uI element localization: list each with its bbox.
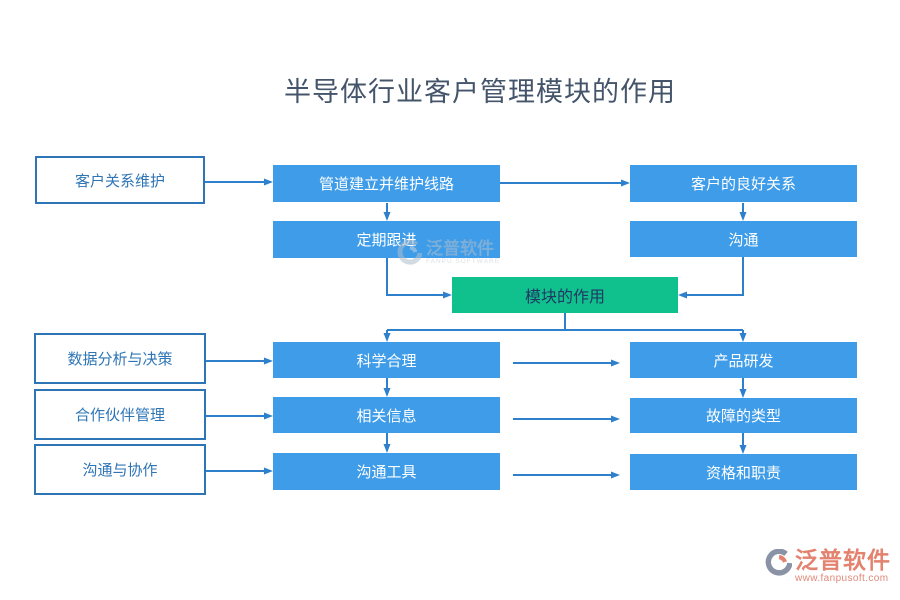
node-qualifications-responsibilities: 资格和职责 [630,454,857,490]
node-scientific-reasonable: 科学合理 [273,342,500,378]
node-label: 数据分析与决策 [67,351,173,368]
node-product-rd: 产品研发 [630,342,857,378]
node-pipeline-establish-maintain: 管道建立并维护线路 [273,165,500,202]
node-label: 资格和职责 [705,464,781,482]
node-label: 模块的作用 [524,289,605,306]
node-label: 客户关系维护 [74,172,165,190]
node-label: 产品研发 [713,352,774,370]
node-label: 故障的类型 [705,408,781,425]
node-label: 管道建立并维护线路 [318,176,454,193]
node-related-information: 相关信息 [273,397,500,433]
footer-brand-text: 泛普软件 [795,547,891,573]
node-label: 相关信息 [356,407,417,425]
node-label: 沟通 [728,231,759,249]
node-communication-collaboration: 沟通与协作 [34,444,206,495]
node-label: 客户的良好关系 [690,176,796,193]
node-regular-follow-up: 定期跟进 [273,221,500,258]
node-label: 定期跟进 [356,232,417,249]
fanpu-logo-icon [765,549,792,576]
node-label: 合作伙伴管理 [74,407,165,424]
node-module-role: 模块的作用 [452,277,678,313]
diagram-title: 半导体行业客户管理模块的作用 [284,77,676,107]
footer-brand: 泛普软件 www.fanpusoft.com [764,549,891,584]
node-communication: 沟通 [630,221,857,257]
node-label: 沟通与协作 [82,462,158,479]
node-communication-tools: 沟通工具 [273,453,500,490]
footer-website-text: www.fanpusoft.com [795,573,889,584]
node-partner-management: 合作伙伴管理 [34,389,206,440]
node-data-analysis-decision: 数据分析与决策 [34,333,206,384]
node-good-customer-relations: 客户的良好关系 [630,165,857,202]
node-label: 沟通工具 [356,464,417,481]
node-failure-types: 故障的类型 [630,398,857,433]
node-label: 科学合理 [356,352,417,370]
node-customer-relationship-maintenance: 客户关系维护 [35,156,205,204]
